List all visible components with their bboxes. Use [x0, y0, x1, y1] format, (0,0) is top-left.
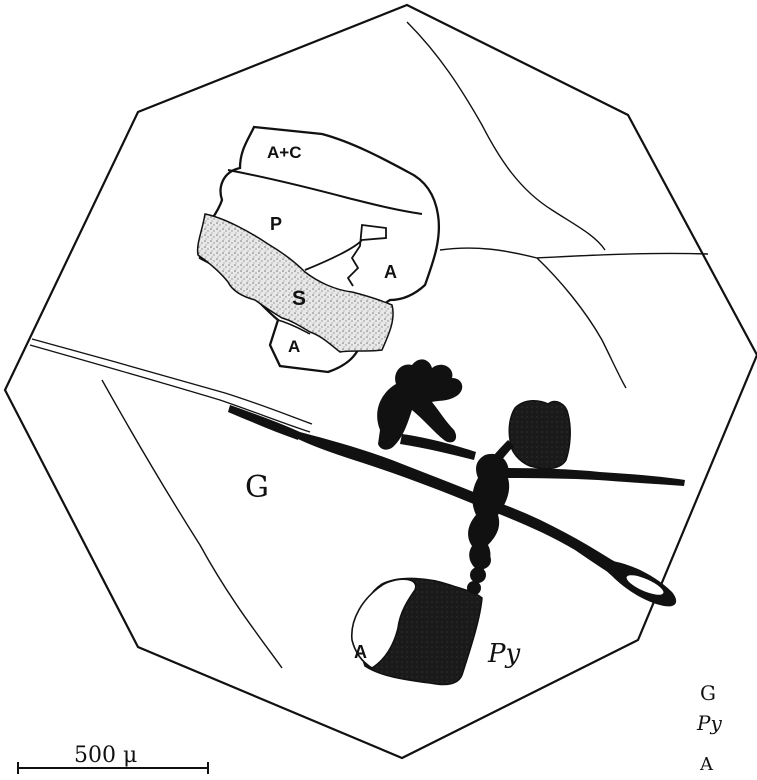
pyrite-branch-right [478, 468, 685, 486]
pyrite-block [509, 401, 570, 469]
pyrite-bead-1 [473, 551, 491, 569]
fracture-line-2 [440, 248, 708, 258]
legend-a: A [699, 754, 714, 775]
pyrite-bead-2 [470, 567, 486, 583]
pyrite-crest [377, 359, 462, 449]
label-p: P [270, 214, 282, 234]
fracture-line-3 [537, 258, 626, 388]
label-a-right: A [384, 262, 397, 282]
pyrite-grain-bottom: A Py [352, 578, 521, 684]
label-g-matrix: G [245, 470, 269, 505]
legend-g: G [700, 681, 716, 705]
pyrite-crest-arm [400, 434, 476, 460]
label-a-bottom: A [288, 337, 300, 356]
label-py: Py [487, 639, 520, 669]
legend-py: Py [696, 711, 722, 735]
label-s: S [292, 287, 306, 310]
label-a-inclusion: A [354, 642, 367, 662]
pyrite-vein-tail [228, 405, 300, 440]
veinlet-left-double [32, 339, 312, 424]
scale-bar-label: 500 μ [74, 743, 137, 768]
label-a-plus-c: A+C [267, 143, 301, 162]
scale-bar: 500 μ [18, 743, 208, 774]
composite-grain-top: A+C P A S A [198, 127, 439, 372]
legend: G Py A [696, 681, 722, 775]
